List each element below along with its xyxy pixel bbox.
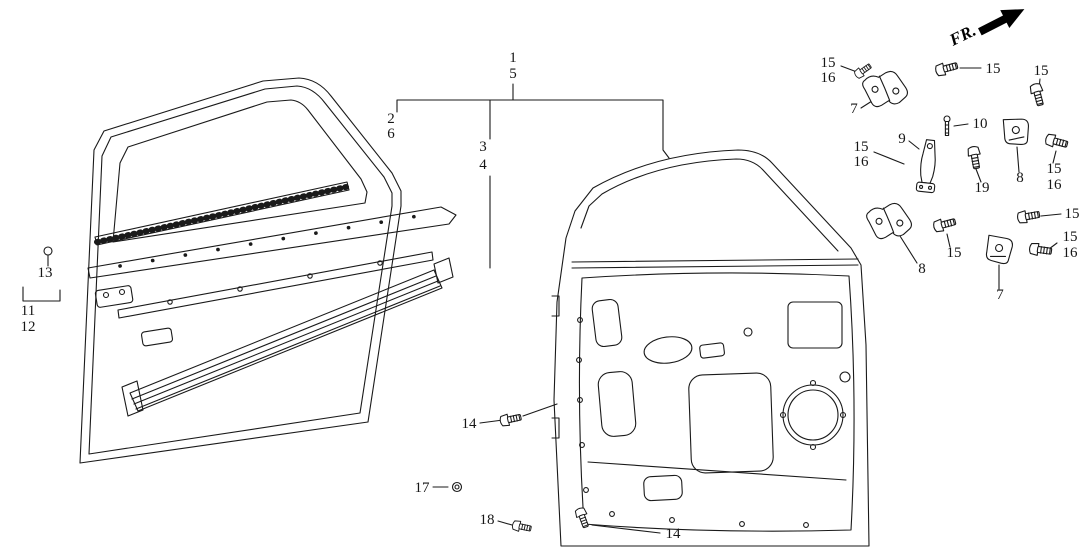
leader-11-12: [22, 286, 61, 302]
lower-hinge-drawing: [864, 200, 914, 243]
callout-7-upper: 7: [850, 101, 858, 117]
leader-9: [908, 140, 920, 150]
hinge-hardware-cluster: [852, 59, 1070, 265]
front-edge-detail: [551, 295, 560, 439]
belt-trim-strip-drawing: [87, 206, 457, 279]
callout-2: 2: [387, 111, 395, 127]
leader-15-f: [1040, 213, 1062, 217]
callout-15-f: 15: [1065, 206, 1080, 222]
callout-12: 12: [21, 319, 36, 335]
callout-14-bottom: 14: [666, 526, 682, 542]
callout-10: 10: [973, 116, 988, 132]
door-check-drawing: [915, 138, 941, 194]
bracket-line-1-5: [396, 83, 670, 269]
callout-4: 4: [479, 157, 487, 173]
leader-8-lower: [899, 235, 918, 264]
leader-15-16-upper-left: [840, 65, 858, 73]
fr-label: FR.: [946, 21, 979, 50]
leader-15-16-right: [1052, 150, 1057, 164]
speaker-hole: [782, 384, 844, 446]
callout-15-g: 15: [1063, 229, 1078, 245]
fr-arrow-icon: [978, 9, 1025, 36]
callout-16-a: 16: [821, 70, 837, 86]
bolt-part-drawing: [931, 215, 958, 234]
callout-14-left: 14: [462, 416, 478, 432]
inner-channel-strip-drawing: [117, 251, 434, 319]
leader-15-16-check: [873, 151, 905, 165]
bolt-part-drawing: [1043, 132, 1070, 151]
upper-striker-drawing: [1001, 115, 1032, 148]
callout-19: 19: [975, 180, 990, 196]
callout-5: 5: [509, 66, 517, 82]
callout-6: 6: [387, 126, 395, 142]
bolt-part-drawing: [1028, 241, 1053, 258]
fr-direction-indicator: [978, 9, 1025, 36]
callout-16-d: 16: [1063, 245, 1079, 261]
window-frame-inner-line: [580, 158, 839, 252]
callout-8-upper: 8: [1016, 170, 1024, 186]
callout-13: 13: [38, 265, 53, 281]
check-pin-drawing: [943, 115, 951, 137]
leader-19: [975, 168, 982, 183]
leader-15-h: [946, 233, 951, 248]
callout-16-c: 16: [1047, 177, 1063, 193]
callout-9: 9: [898, 131, 906, 147]
inner-panel-holes: [576, 298, 851, 528]
belt-molding-drawing: [94, 181, 350, 246]
bolt-part-drawing: [573, 506, 592, 530]
weatherstrip-inner-line: [88, 85, 393, 455]
callout-15-h: 15: [947, 245, 962, 261]
callout-7-lower: 7: [996, 287, 1004, 303]
callout-17: 17: [415, 480, 431, 496]
bolt-part-drawing: [1028, 81, 1047, 108]
window-frame-line: [112, 99, 368, 243]
callout-1: 1: [509, 50, 517, 66]
leader-8-upper: [1016, 146, 1020, 173]
callout-18: 18: [480, 512, 495, 528]
inner-panel-outline: [578, 272, 855, 532]
panel-crease-line: [587, 461, 847, 481]
callout-15-d: 15: [854, 139, 869, 155]
callout-15-c: 15: [1034, 63, 1049, 79]
callout-15-a: 15: [821, 55, 836, 71]
door-panel-drawing: [551, 149, 870, 547]
screw-part-drawing: [511, 519, 533, 535]
callout-15-e: 15: [1047, 161, 1062, 177]
bracket-parts-drawing: [94, 285, 174, 347]
clip-part-drawing: [43, 246, 53, 260]
leader-14-bottom: [591, 524, 661, 534]
bolt-part-drawing: [1016, 207, 1041, 225]
callout-16-b: 16: [854, 154, 870, 170]
callout-3: 3: [479, 139, 487, 155]
leader-18: [497, 520, 513, 526]
door-fasteners: [451, 411, 592, 535]
leader-7-upper: [860, 100, 873, 109]
weatherstrip-outer-line: [79, 77, 402, 464]
callout-11: 11: [21, 303, 35, 319]
bolt-part-drawing: [933, 59, 960, 78]
callout-15-b: 15: [986, 61, 1001, 77]
leader-14-left: [479, 403, 558, 424]
door-shell-outline: [553, 149, 870, 547]
belt-line: [571, 258, 859, 269]
door-beam-drawing: [121, 257, 454, 417]
callout-8-lower: 8: [918, 261, 926, 277]
leader-10: [953, 123, 969, 127]
grommet-part-drawing: [451, 481, 463, 493]
door-seal-assembly-drawing: [43, 77, 457, 464]
bolt-part-drawing: [966, 145, 984, 170]
bolt-part-drawing: [498, 411, 523, 428]
lower-striker-drawing: [985, 234, 1014, 265]
